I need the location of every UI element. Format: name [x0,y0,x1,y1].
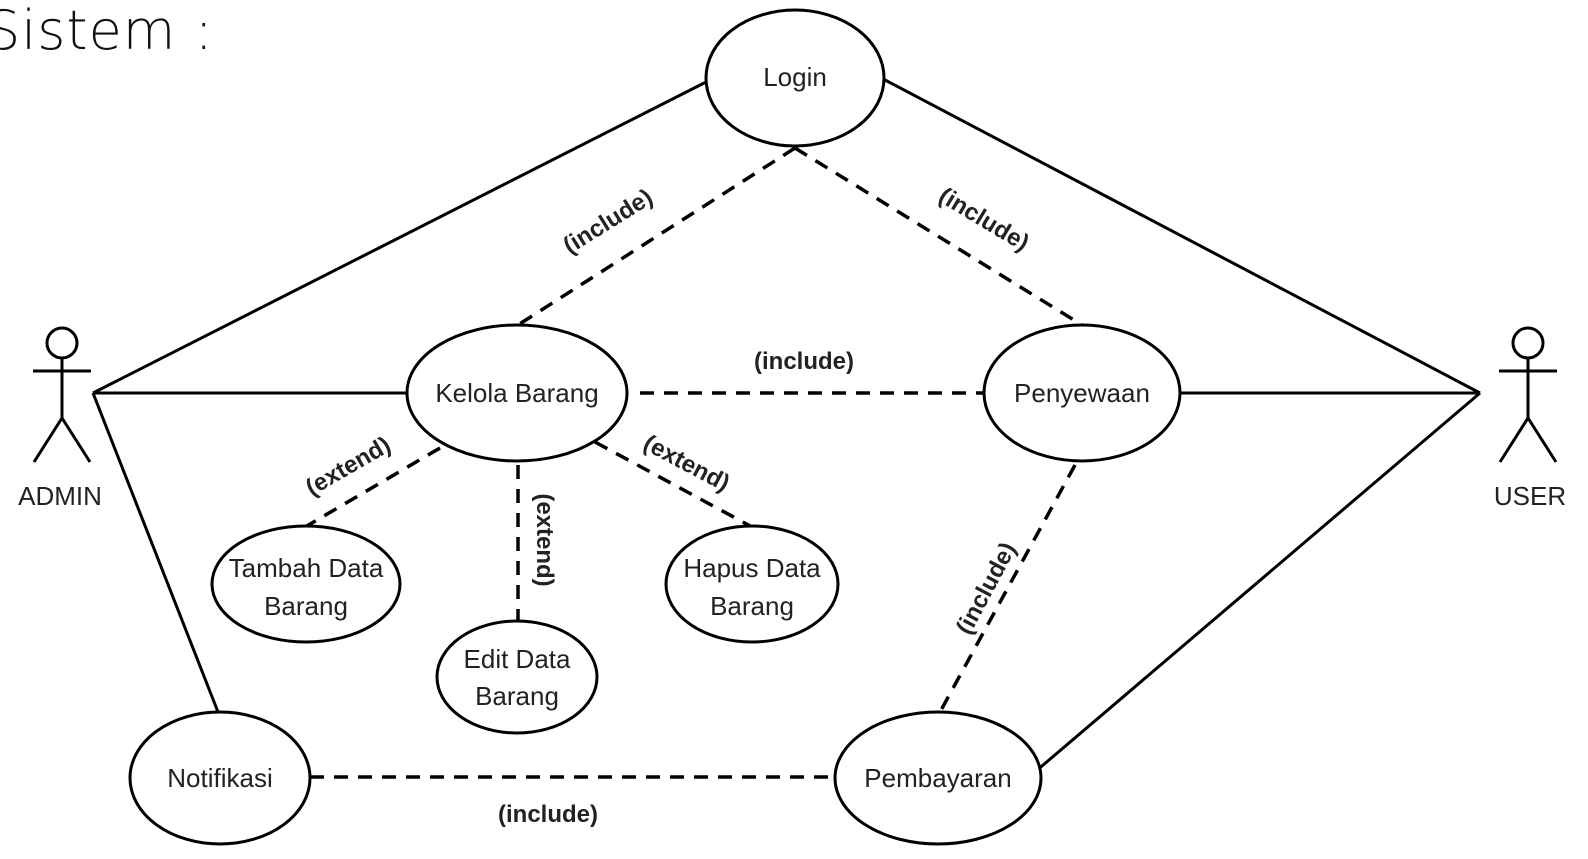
label-include-login-penyewaan: (include) [934,182,1034,257]
use-case-hapus-label-line2: Barang [710,591,794,621]
use-case-notifikasi[interactable]: Notifikasi [128,710,312,846]
use-case-tambah-label-line2: Barang [264,591,348,621]
dependencies [304,146,1083,779]
actor-admin-label: ADMIN [18,481,102,511]
use-case-hapus-label-line1: Hapus Data [683,553,821,583]
label-extend-tambah: (extend) [301,431,395,501]
dep-kelola-hapus [594,440,753,529]
use-case-kelola-barang[interactable]: Kelola Barang [405,323,629,463]
actor-user-label: USER [1494,481,1566,511]
use-case-notifikasi-label: Notifikasi [167,763,272,793]
use-case-tambah-label-line1: Tambah Data [229,553,384,583]
use-case-pembayaran-label: Pembayaran [864,763,1011,793]
use-case-edit-label-line2: Barang [475,681,559,711]
use-case-penyewaan[interactable]: Penyewaan [982,323,1182,463]
actor-admin[interactable]: ADMIN [18,326,102,511]
dep-login-penyewaan [794,146,1083,327]
use-case-login-label: Login [763,62,827,92]
use-case-tambah-data-barang[interactable]: Tambah Data Barang [210,524,402,644]
use-case-edit-data-barang[interactable]: Edit Data Barang [435,619,599,735]
assoc-admin-notifikasi [91,392,220,713]
label-extend-edit: (extend) [531,493,558,586]
use-case-edit-label-line1: Edit Data [464,644,571,674]
assoc-user-login [884,78,1481,395]
use-case-login[interactable]: Login [704,8,886,148]
assoc-user-pembayaran [1021,391,1481,785]
use-case-pembayaran[interactable]: Pembayaran [833,710,1043,846]
page-title: Sistem : [0,0,214,62]
associations [91,78,1481,785]
dep-login-kelola [517,146,796,327]
actor-admin-head [45,326,79,360]
actor-user[interactable]: USER [1494,326,1566,511]
assoc-admin-login [92,78,711,395]
label-include-login-kelola: (include) [558,184,657,260]
label-include-notifikasi-pembayaran: (include) [498,801,598,828]
use-case-penyewaan-label: Penyewaan [1014,378,1150,408]
use-case-kelola-barang-label: Kelola Barang [435,378,598,408]
dep-penyewaan-pembayaran [938,464,1077,713]
dep-kelola-tambah [304,446,441,529]
label-include-kelola-penyewaan: (include) [754,348,854,375]
label-extend-hapus: (extend) [639,430,734,498]
use-case-hapus-data-barang[interactable]: Hapus Data Barang [664,524,840,644]
actor-user-head [1511,326,1545,360]
